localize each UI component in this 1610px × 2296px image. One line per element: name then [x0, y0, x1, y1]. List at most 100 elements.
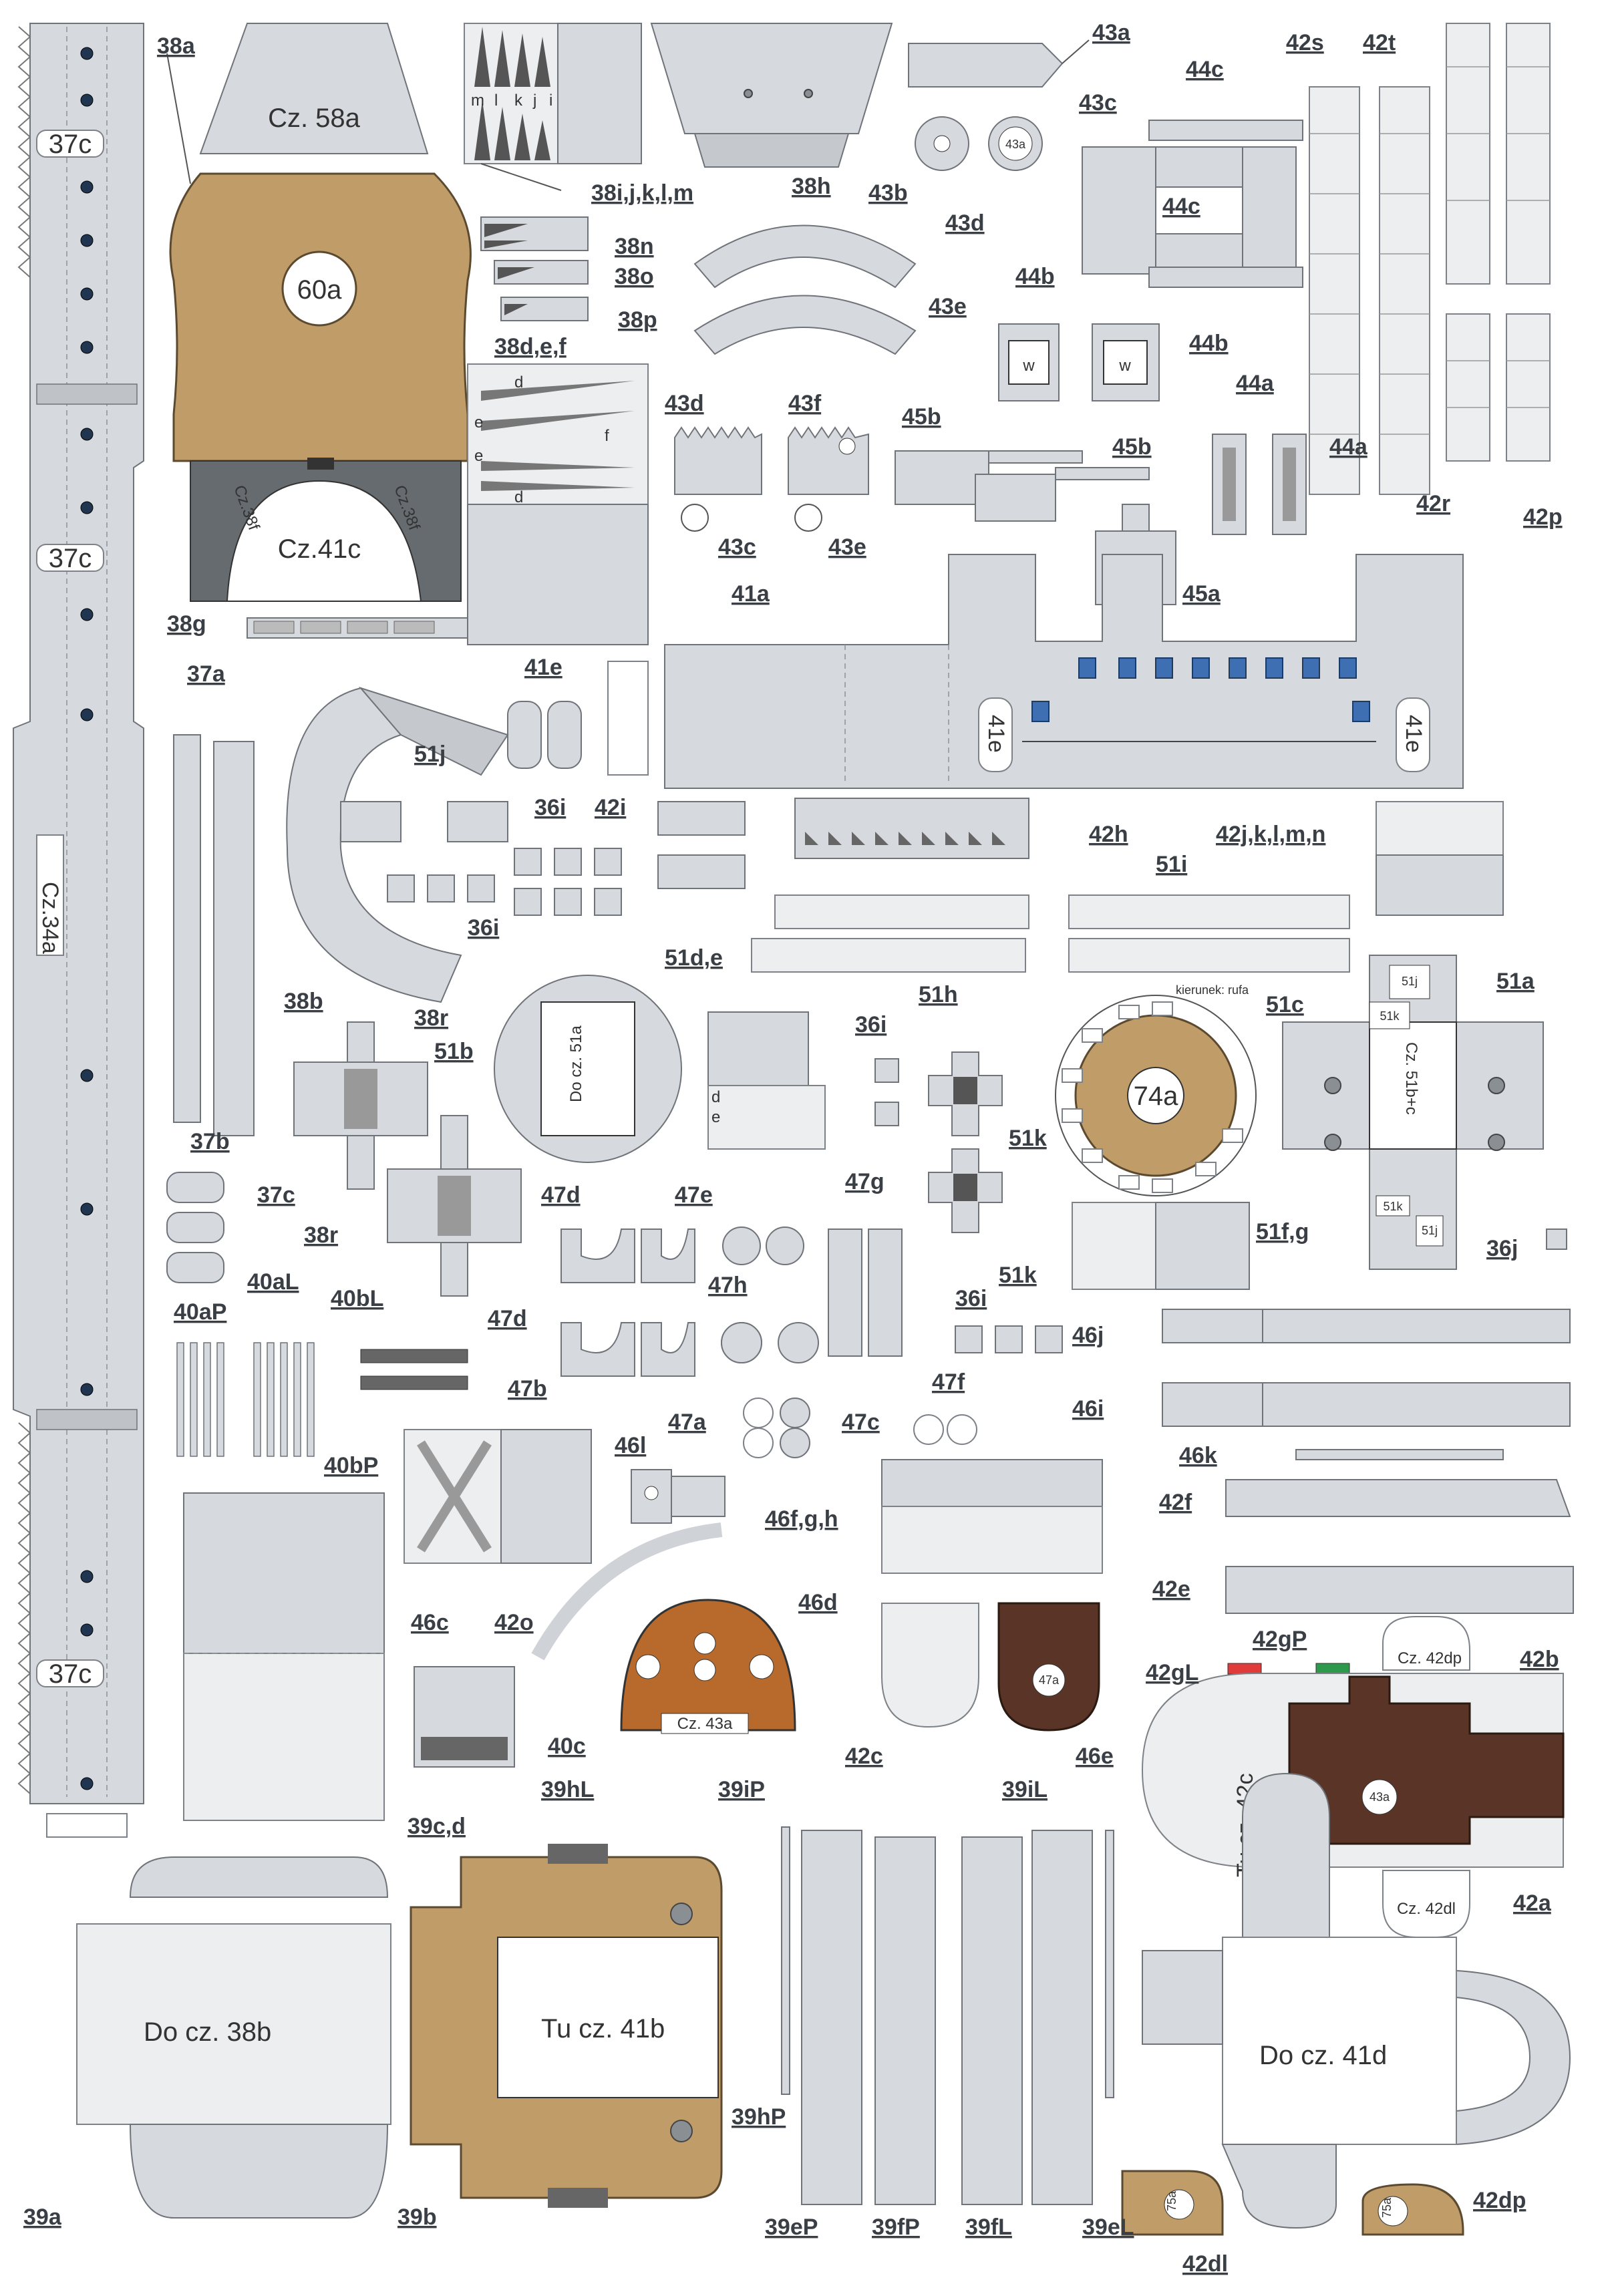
label-38r-mid: 38r [304, 1222, 338, 1248]
part-36i-small [874, 1058, 899, 1126]
label-47c: 47c [842, 1410, 880, 1435]
part-36j [1546, 1228, 1567, 1250]
label-40bP: 40bP [324, 1453, 378, 1478]
label-kierunek-rufa: kierunek: rufa [1176, 983, 1249, 997]
label-40bL: 40bL [331, 1286, 383, 1311]
part-44a [1212, 434, 1307, 535]
label-44c-mid: 44c [1162, 194, 1200, 219]
part-39b: Tu cz. 41b [410, 1844, 723, 2208]
letter-e-51: e [711, 1108, 720, 1126]
label-37c: 37c [257, 1182, 295, 1208]
part-47acf [743, 1398, 977, 1458]
label-42t: 42t [1363, 30, 1396, 55]
label-43d-top: 43d [945, 210, 985, 236]
label-45a: 45a [1182, 581, 1221, 607]
label-47d-b: 47d [488, 1306, 527, 1331]
label-42jklmn: 42j,k,l,m,n [1216, 822, 1325, 847]
label-38p: 38p [618, 307, 657, 333]
label-44c-top: 44c [1186, 57, 1224, 82]
part-43d-43f-crowns [674, 426, 869, 532]
letter-d-bottom: d [514, 488, 523, 506]
label-46c: 46c [411, 1610, 449, 1635]
label-47a: 47a [1039, 1673, 1060, 1687]
label-42gP: 42gP [1253, 1627, 1307, 1652]
part-46d [881, 1603, 979, 1728]
label-38b: 38b [284, 989, 323, 1014]
part-40c [414, 1666, 515, 1768]
part-34a-long-strip: 37c 37c 37c Cz.34a [13, 23, 144, 1838]
label-42s: 42s [1286, 30, 1324, 55]
label-43b: 43b [868, 180, 908, 206]
part-43d-arc [693, 224, 917, 289]
label-37c-bottom: 37c [49, 1659, 92, 1689]
label-tu41b: Tu cz. 41b [541, 2014, 665, 2043]
label-37c-top: 37c [49, 130, 92, 159]
label-42c: 42c [845, 1744, 883, 1769]
part-38ijklm: m l k j i [464, 23, 642, 164]
label-39eL: 39eL [1082, 2215, 1134, 2240]
label-43e-mid: 43e [828, 534, 866, 560]
label-42h: 42h [1089, 822, 1128, 847]
label-38ijklm: 38i,j,k,l,m [591, 180, 693, 206]
label-47a: 47a [668, 1410, 707, 1435]
label-41e-right: 41e [1401, 715, 1426, 753]
letter-d-51: d [711, 1088, 720, 1106]
label-43c: 43c [1079, 90, 1117, 116]
label-42i: 42i [595, 795, 626, 820]
label-42r: 42r [1416, 491, 1450, 516]
label-38h: 38h [792, 174, 831, 199]
label-cz41c: Cz.41c [278, 534, 361, 564]
label-42a: 42a [1513, 1891, 1552, 1916]
label-36i-b: 36i [468, 915, 499, 941]
label-41e-left: 41e [983, 715, 1009, 753]
label-51j: 51j [414, 742, 446, 767]
part-38g [247, 617, 468, 639]
label-51k-bottom: 51k [1383, 1200, 1403, 1213]
label-43a-42b: 43a [1370, 1790, 1390, 1804]
letter-e-2: e [474, 447, 483, 465]
part-42a-41d: Do cz. 41d [1142, 1772, 1571, 2229]
label-40aP: 40aP [174, 1299, 226, 1325]
letter-e-1: e [474, 414, 483, 432]
label-51k-a: 51k [1009, 1126, 1047, 1151]
label-46k: 46k [1179, 1443, 1217, 1468]
label-38r-top: 38r [414, 1005, 448, 1031]
label-42f: 42f [1159, 1490, 1192, 1515]
part-37a [173, 734, 201, 1123]
label-46fgh: 46f,g,h [765, 1506, 838, 1532]
label-43a: 43a [1092, 20, 1131, 45]
part-36i-row [955, 1325, 1063, 1353]
label-51fg: 51f,g [1256, 1219, 1309, 1245]
label-38o: 38o [615, 264, 654, 289]
part-42g-lights [1227, 1663, 1350, 1675]
part-labels: 38a 38i,j,k,l,m 38h 43a 43c 43b 44c 44c … [23, 20, 1563, 2277]
letter-i: i [549, 92, 552, 110]
part-47d-forks [560, 1228, 695, 1377]
label-w-1: w [1022, 357, 1035, 375]
part-51a-disc: Do cz. 51a [494, 975, 682, 1163]
part-46e: 47a [997, 1602, 1100, 1732]
label-cz34a: Cz.34a [37, 882, 63, 954]
part-47b [360, 1349, 468, 1390]
part-38r-51b [293, 1021, 522, 1297]
label-47e: 47e [675, 1182, 713, 1208]
part-51i-strips [751, 894, 1350, 973]
label-do38b: Do cz. 38b [144, 2017, 271, 2047]
label-51h: 51h [919, 982, 958, 1007]
part-51de: d e [707, 1011, 826, 1150]
part-37c-rings [166, 1172, 224, 1283]
label-44a-top: 44a [1236, 371, 1275, 396]
label-51b: 51b [434, 1039, 474, 1064]
label-39a: 39a [23, 2204, 62, 2230]
part-40ab-strips [176, 1342, 315, 1457]
label-44b-right: 44b [1189, 331, 1229, 356]
label-51i: 51i [1156, 852, 1187, 877]
label-51k-b: 51k [999, 1263, 1037, 1288]
label-47f: 47f [932, 1369, 965, 1395]
label-40c: 40c [548, 1734, 586, 1759]
label-w-2: w [1118, 357, 1131, 375]
label-39fL: 39fL [965, 2215, 1012, 2240]
label-37c-mid: 37c [49, 544, 92, 573]
part-42jklmn [1376, 801, 1504, 916]
